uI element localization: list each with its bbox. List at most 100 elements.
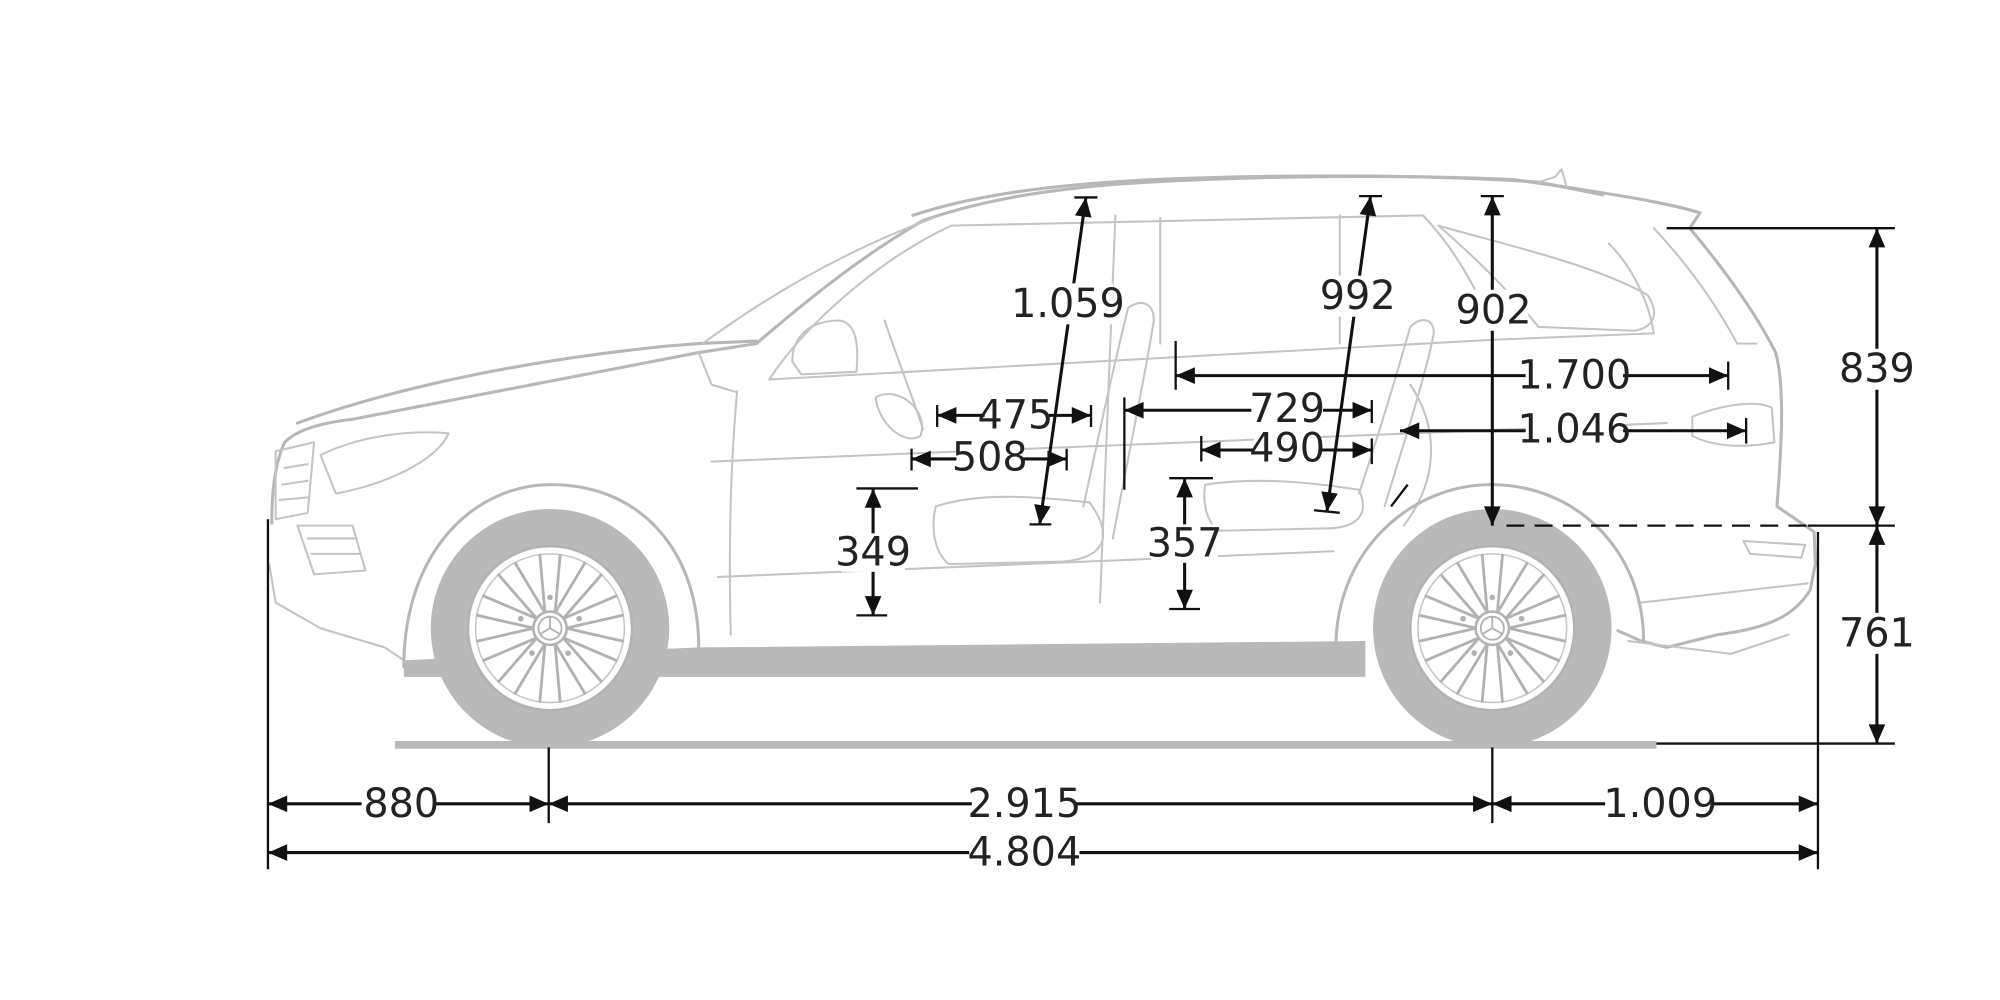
front-headroom-value: 1.059 xyxy=(1011,281,1125,327)
steering-wheel xyxy=(874,393,924,440)
label-rear-height-upper: 839 xyxy=(1839,346,1915,392)
dimension-annotations: 880 2.915 1.009 4.804 839 761 xyxy=(266,195,1915,876)
rear-door-edge xyxy=(1402,383,1432,527)
front-wheel xyxy=(429,507,671,749)
front-seat-height-value: 349 xyxy=(835,530,911,576)
rear-height-upper-value: 839 xyxy=(1839,346,1915,392)
rear-overhang-value: 1.009 xyxy=(1603,781,1717,827)
window-frame xyxy=(768,214,1655,381)
rear-cushion-length-value: 490 xyxy=(1249,426,1325,472)
front-cushion-length-value: 508 xyxy=(952,435,1028,481)
wheelbase-dimension-arrowhead-start xyxy=(548,795,568,813)
side-mirror xyxy=(791,319,859,376)
rear-seatback xyxy=(1357,319,1435,508)
label-rear-legroom: 729 xyxy=(1249,386,1325,432)
rear-wheel xyxy=(1371,507,1613,749)
wheelbase-dimension-arrowhead-end xyxy=(1473,795,1493,813)
rear-height-upper-dimension-arrowhead-end xyxy=(1868,506,1886,526)
label-rear-cushion-length: 490 xyxy=(1249,426,1325,472)
rear-height-lower-dimension-arrowhead-end xyxy=(1868,724,1886,744)
front-headroom-dimension-arrowhead-start xyxy=(1074,197,1092,218)
rear-height-lower-value: 761 xyxy=(1839,610,1915,656)
rear-headroom-dimension-line xyxy=(1325,195,1373,512)
load-length-lower-value: 1.046 xyxy=(1517,406,1631,452)
front-overhang-dimension-arrowhead-start xyxy=(267,795,288,813)
label-front-headroom: 1.059 xyxy=(1011,281,1125,327)
front-seatback xyxy=(1082,302,1155,540)
front-seat-depth-dimension-arrowhead-start xyxy=(937,407,957,424)
cargo-height-dimension-arrowhead-end xyxy=(1483,506,1501,526)
rear-bumper xyxy=(1627,582,1809,655)
rear-seat-height-value: 357 xyxy=(1147,521,1223,567)
label-load-length-lower: 1.046 xyxy=(1517,406,1631,452)
label-overall-length: 4.804 xyxy=(967,830,1081,876)
rear-height-upper-dimension-arrowhead-start xyxy=(1868,228,1886,248)
rear-cushion-length-dimension-arrowhead-end xyxy=(1352,441,1372,459)
load-length-upper-dimension-arrowhead-end xyxy=(1708,367,1729,384)
label-rear-seat-height: 357 xyxy=(1147,521,1223,567)
overall-length-dimension-arrowhead-start xyxy=(267,844,288,861)
rear-legroom-value: 729 xyxy=(1249,386,1325,432)
front-seat-cushion xyxy=(932,495,1105,566)
roof-rail xyxy=(911,174,1605,217)
rear-legroom-dimension-arrowhead-end xyxy=(1352,401,1372,419)
front-seat-depth-dimension-arrowhead-end xyxy=(1071,407,1092,424)
tail-light xyxy=(1691,402,1776,447)
rear-overhang-dimension-arrowhead-end xyxy=(1798,795,1818,813)
load-length-upper-value: 1.700 xyxy=(1517,353,1631,399)
load-length-lower-dimension-arrowhead-end xyxy=(1726,422,1747,440)
rear-headroom-dimension-arrowhead-start xyxy=(1359,196,1377,217)
label-cargo-height: 902 xyxy=(1456,287,1532,333)
label-front-seat-depth: 475 xyxy=(977,392,1053,438)
dimension-arrowheads xyxy=(267,196,1886,861)
cargo-height-dimension-arrowhead-start xyxy=(1483,196,1501,216)
rear-seat-height-dimension-arrowhead-start xyxy=(1176,478,1193,498)
roof-antenna xyxy=(1537,168,1568,189)
rear-hatch-glass xyxy=(1652,227,1758,345)
windshield xyxy=(701,216,935,345)
label-front-seat-height: 349 xyxy=(835,530,911,576)
overall-length-value: 4.804 xyxy=(967,830,1081,876)
label-wheelbase: 2.915 xyxy=(967,781,1081,827)
rear-headroom-value: 992 xyxy=(1320,273,1396,319)
headlight xyxy=(319,431,450,495)
rear-cushion-length-dimension-arrowhead-start xyxy=(1201,441,1221,459)
front-seat-height-dimension-arrowhead-end xyxy=(864,596,882,616)
rear-height-lower-dimension-arrowhead-start xyxy=(1868,525,1886,545)
rear-headroom-dimension-arrowhead-end xyxy=(1321,491,1338,512)
front-door-edge xyxy=(728,390,739,636)
front-headroom-dimension-arrowhead-end xyxy=(1034,504,1051,525)
label-front-overhang: 880 xyxy=(361,781,439,827)
front-overhang-value: 880 xyxy=(363,781,439,827)
label-load-length-upper: 1.700 xyxy=(1517,353,1631,399)
label-rear-height-lower: 761 xyxy=(1839,610,1915,656)
load-length-upper-dimension-arrowhead-start xyxy=(1175,367,1195,384)
front-bumper xyxy=(268,563,405,662)
front-cushion-length-dimension-arrowhead-start xyxy=(911,450,931,468)
front-seat-height-dimension-arrowhead-start xyxy=(864,488,882,508)
hood-rear-edge xyxy=(697,351,739,394)
rear-overhang-dimension-arrowhead-start xyxy=(1492,795,1512,813)
door-crease xyxy=(716,550,1335,578)
front-overhang-dimension-arrowhead-end xyxy=(529,795,549,813)
steering-column xyxy=(883,319,925,431)
label-front-cushion-length: 508 xyxy=(952,435,1028,481)
body-outline xyxy=(270,174,1817,649)
load-length-lower-dimension-arrowhead-start xyxy=(1400,422,1420,440)
label-rear-overhang: 1.009 xyxy=(1603,781,1717,827)
label-rear-headroom: 992 xyxy=(1320,273,1396,319)
fog-light xyxy=(296,524,367,576)
front-seat-depth-value: 475 xyxy=(977,392,1053,438)
rear-seat-height-dimension-arrowhead-end xyxy=(1176,589,1193,609)
rear-reflector xyxy=(1742,540,1807,559)
tick-load-floor-start xyxy=(1390,483,1409,508)
front-headroom-dimension-line xyxy=(1038,197,1088,525)
rear-legroom-dimension-arrowhead-start xyxy=(1124,401,1144,419)
front-cushion-length-dimension-arrowhead-end xyxy=(1047,450,1067,468)
cargo-height-value: 902 xyxy=(1456,287,1532,333)
grille xyxy=(274,441,316,521)
dimension-labels: 880 2.915 1.009 4.804 839 761 xyxy=(361,273,1915,876)
overall-length-dimension-arrowhead-end xyxy=(1798,844,1818,861)
front-wheel-arch xyxy=(402,483,701,669)
